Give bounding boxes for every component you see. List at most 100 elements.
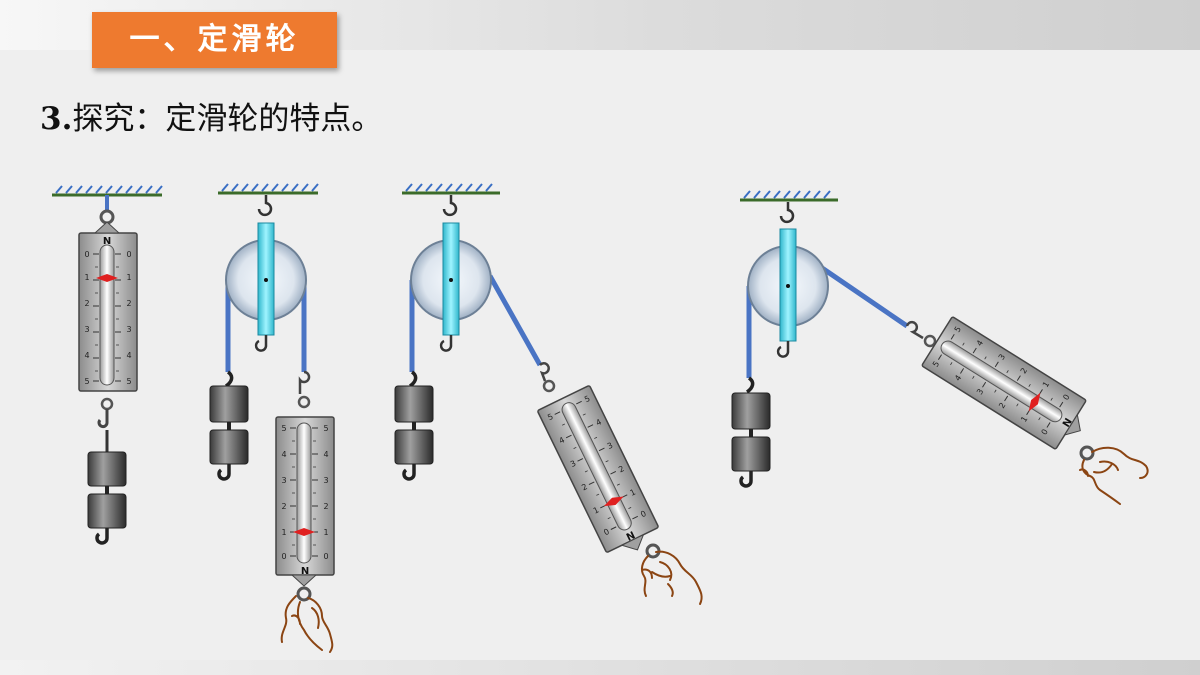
tick-label: 1 (281, 528, 286, 537)
tick-label: 4 (84, 351, 89, 360)
hook-icon (298, 370, 311, 394)
setup-2: N 5 5 4 4 3 3 2 2 1 1 0 0 (209, 183, 335, 653)
ceiling-1 (52, 185, 163, 197)
bottom-bar (0, 660, 1200, 675)
tick-label: 1 (84, 273, 89, 282)
tick-label: 5 (546, 412, 555, 422)
tick-label: 0 (323, 552, 328, 561)
tick-label: 4 (975, 339, 985, 348)
tick-label: 3 (997, 352, 1007, 361)
ceiling-4 (740, 190, 838, 202)
ring-icon (99, 209, 115, 225)
weight-block (394, 429, 434, 465)
weight-block (731, 392, 771, 430)
unit-label: N (103, 236, 111, 247)
title-text: 探究：定滑轮的特点。 (72, 101, 383, 137)
tick-label: 4 (323, 450, 328, 459)
pointer-icon (1028, 392, 1041, 412)
tick-label: 0 (126, 250, 131, 259)
tick-label: 2 (617, 464, 626, 474)
tick-label: 0 (84, 250, 89, 259)
spring-scale-3: N 55 44 33 22 11 00 (537, 385, 659, 553)
hook-icon (779, 202, 795, 224)
title-number: 3. (40, 101, 73, 137)
tick-label: 1 (629, 487, 638, 497)
tick-label: 2 (1019, 366, 1029, 375)
tick-label: 1 (323, 528, 328, 537)
hook-icon (776, 341, 790, 358)
ceiling-3 (402, 183, 500, 195)
tick-label: 1 (592, 505, 601, 515)
tick-label: 0 (639, 509, 648, 519)
tick-label: 2 (323, 502, 328, 511)
tick-label: 1 (1019, 415, 1029, 424)
tick-label: 5 (281, 424, 286, 433)
tick-label: 3 (281, 476, 286, 485)
hand-icon (1079, 446, 1149, 505)
tick-label: 0 (1040, 427, 1050, 436)
tick-label: 3 (975, 387, 985, 396)
rope (820, 265, 909, 329)
tick-label: 2 (84, 299, 89, 308)
setup-3: N 55 44 33 22 11 00 (394, 183, 703, 605)
weight-block (87, 451, 127, 487)
setup-4: N 55 44 33 22 11 00 (731, 190, 1149, 505)
hook-icon (439, 335, 453, 352)
tick-label: 3 (323, 476, 328, 485)
tick-label: 5 (583, 394, 592, 404)
setup-1: N 0 0 1 1 2 2 3 3 4 4 5 5 (52, 185, 163, 545)
tick-label: 3 (569, 459, 578, 469)
tick-label: 1 (1041, 380, 1051, 389)
tick-label: 4 (953, 373, 963, 382)
tick-label: 4 (126, 351, 131, 360)
pointer-icon (96, 274, 118, 282)
spring-scale-4: N 55 44 33 22 11 00 (921, 316, 1087, 450)
tick-label: 5 (953, 325, 963, 334)
weight-block (87, 493, 127, 529)
tick-label: 5 (323, 424, 328, 433)
hook-icon (217, 464, 231, 481)
tick-label: 2 (126, 299, 131, 308)
hook-icon (402, 464, 416, 481)
pointer-icon (603, 496, 624, 507)
tick-label: 3 (84, 325, 89, 334)
rope (487, 274, 543, 367)
weight-block (731, 436, 771, 472)
tick-label: 0 (602, 527, 611, 537)
tick-label: 0 (1061, 393, 1071, 402)
hand-icon (280, 595, 334, 653)
tick-label: 2 (281, 502, 286, 511)
tick-label: 5 (126, 377, 131, 386)
tick-label: 4 (558, 435, 567, 445)
hook-icon (95, 528, 109, 545)
hook-icon (905, 320, 924, 340)
pointer-icon (293, 528, 315, 536)
hand-icon (640, 550, 703, 605)
hook-icon (539, 362, 550, 382)
section-tag: 一、定滑轮 (92, 12, 337, 68)
spring-scale-2: N 5 5 4 4 3 3 2 2 1 1 0 0 (275, 416, 335, 587)
hook-icon (739, 471, 753, 488)
tick-label: 2 (580, 482, 589, 492)
hook-icon (442, 195, 458, 217)
tick-label: 3 (606, 441, 615, 451)
spring-scale-1: N 0 0 1 1 2 2 3 3 4 4 5 5 (78, 221, 138, 392)
page-title: 3.探究：定滑轮的特点。 (40, 93, 382, 138)
hook-icon (257, 195, 273, 217)
weight-block (209, 385, 249, 423)
weight-block (209, 429, 249, 465)
unit-label: N (301, 566, 309, 577)
tick-label: 5 (84, 377, 89, 386)
tick-label: 1 (126, 273, 131, 282)
tick-label: 4 (281, 450, 286, 459)
tick-label: 2 (997, 401, 1007, 410)
tick-label: 4 (594, 417, 603, 427)
ceiling-2 (218, 183, 319, 195)
hook-icon (254, 335, 268, 352)
tick-label: 3 (126, 325, 131, 334)
hook-icon (97, 409, 109, 429)
tick-label: 0 (281, 552, 286, 561)
weight-block (394, 385, 434, 423)
tick-label: 5 (931, 360, 941, 369)
